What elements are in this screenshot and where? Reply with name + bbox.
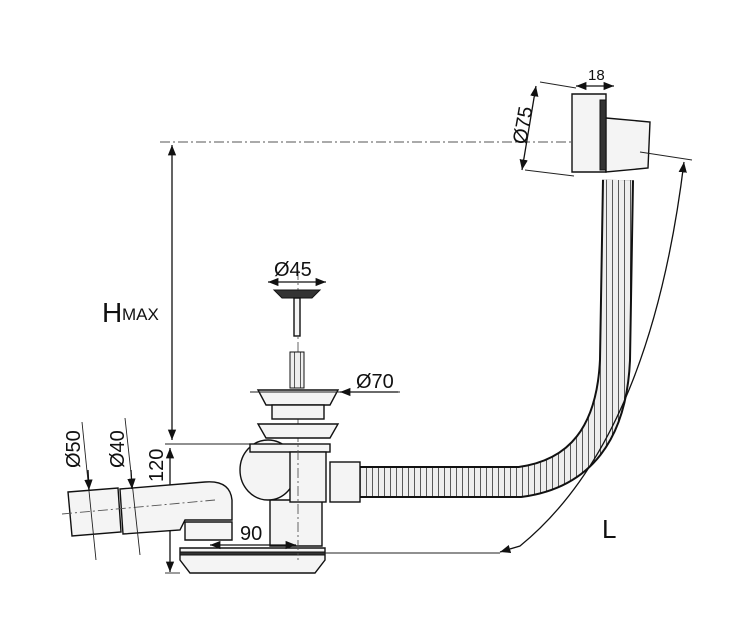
label-90: 90 — [240, 523, 262, 545]
label-120: 120 — [146, 449, 168, 482]
hmax-sub-label: MAX — [122, 305, 159, 324]
overflow-head: Ø75 18 — [509, 67, 651, 177]
hmax-dimension: H MAX — [102, 141, 580, 445]
length-dimension: L — [325, 151, 693, 554]
label-d70: Ø70 — [356, 371, 394, 393]
label-d50: Ø50 — [63, 430, 85, 468]
side-outlet-pipe: Ø50 Ø40 — [61, 417, 233, 561]
width-90-dimension: 90 — [210, 523, 296, 550]
siphon-trap — [179, 270, 331, 574]
label-d40: Ø40 — [107, 430, 129, 468]
label-d75: Ø75 — [509, 105, 537, 146]
label-L: L — [602, 514, 616, 544]
label-d45: Ø45 — [274, 259, 312, 281]
hmax-label: H — [102, 297, 122, 328]
click-clack-plug: Ø45 — [268, 259, 326, 389]
flexible-hose — [329, 179, 634, 503]
drain-strainer: Ø70 — [250, 371, 400, 439]
label-18: 18 — [588, 67, 605, 84]
